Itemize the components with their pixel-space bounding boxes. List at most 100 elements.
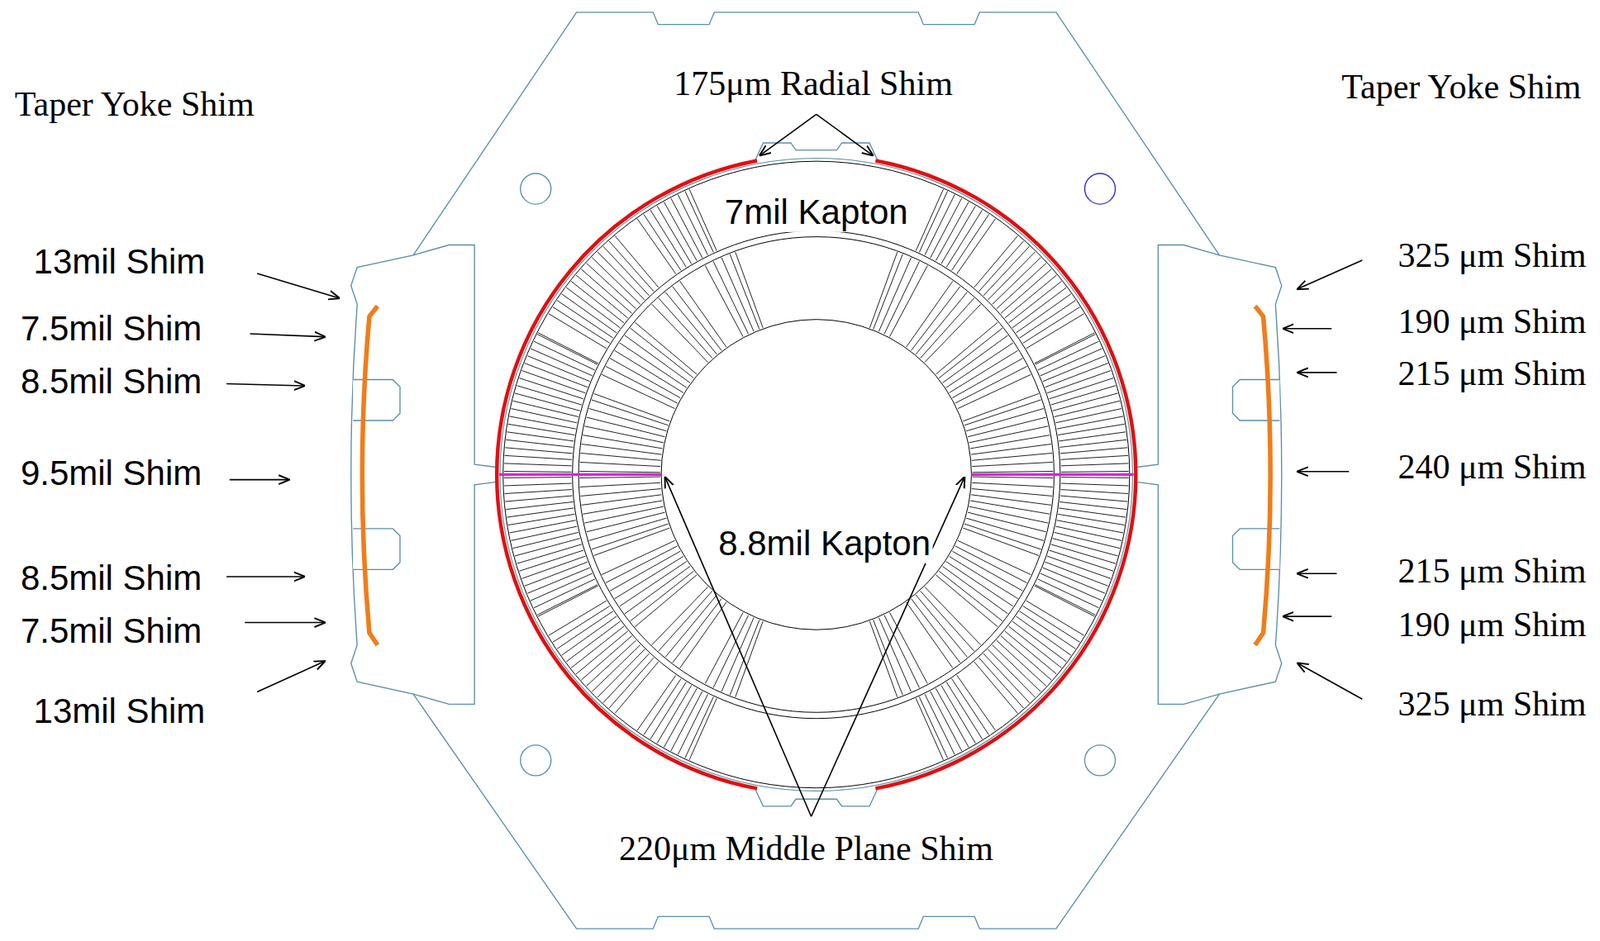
conductor — [609, 241, 654, 292]
conductor — [1038, 579, 1100, 609]
conductor — [971, 489, 1053, 497]
conductor — [735, 252, 763, 329]
conductor — [1045, 561, 1109, 586]
conductor — [946, 209, 982, 267]
conductor — [915, 292, 967, 355]
shim-label: 325 μm Shim — [1395, 235, 1590, 276]
shim-label: 8.5mil Shim — [18, 558, 205, 599]
conductor — [609, 358, 681, 399]
conductor — [906, 280, 953, 348]
conductor — [580, 482, 661, 487]
conductor — [689, 698, 717, 760]
conductor — [504, 483, 572, 486]
shim-label: 7.5mil Shim — [18, 611, 205, 652]
label-anchor: Taper Yoke Shim — [1338, 66, 1584, 107]
conductor — [942, 566, 1009, 615]
conductor — [581, 444, 662, 456]
conductor — [1059, 439, 1127, 448]
conductor — [1057, 416, 1124, 429]
shim-label: 9.5mil Shim — [18, 453, 205, 494]
conductor — [915, 698, 943, 760]
conductor — [580, 636, 632, 681]
conductor — [580, 489, 661, 497]
conductor — [1038, 341, 1100, 371]
conductor — [505, 501, 573, 510]
conductor — [996, 263, 1047, 310]
conductor — [582, 500, 662, 515]
conductor — [581, 495, 662, 506]
label-anchor: 8.5mil Shim — [18, 558, 205, 599]
conductor — [962, 393, 1039, 421]
conductor — [983, 246, 1030, 296]
conductor — [873, 254, 904, 330]
conductor — [942, 335, 1009, 383]
conductor — [603, 653, 650, 704]
conductor — [508, 423, 575, 435]
conductor — [971, 461, 1053, 467]
conductor — [987, 649, 1035, 698]
label-anchor: 9.5mil Shim — [18, 453, 205, 494]
conductor — [624, 335, 691, 383]
conductor — [524, 363, 588, 388]
conductor — [605, 546, 678, 584]
conductor — [910, 599, 960, 664]
conductor — [552, 606, 610, 643]
conductor — [1023, 606, 1081, 643]
conductor — [663, 201, 697, 261]
conductor — [665, 595, 717, 658]
conductor — [946, 682, 982, 740]
conductor — [919, 190, 948, 253]
conductor — [1004, 275, 1058, 319]
conductor — [971, 444, 1052, 456]
conductor — [504, 495, 572, 502]
conductor — [974, 661, 1019, 714]
conductor — [1061, 490, 1129, 495]
shim-label: 175μm Radial Shim — [671, 63, 956, 104]
conductor — [584, 426, 663, 443]
label-anchor: 325 μm Shim — [1395, 235, 1590, 276]
conductor — [957, 540, 1031, 575]
conductor — [663, 688, 697, 748]
conductor — [889, 612, 928, 684]
conductor — [505, 439, 573, 448]
label-anchor: 8.8mil Kapton — [715, 523, 934, 564]
conductor — [614, 556, 684, 599]
conductor — [548, 314, 607, 349]
conductor — [1034, 585, 1096, 617]
conductor — [987, 252, 1035, 300]
conductor — [971, 495, 1052, 506]
label-anchor: 325 μm Shim — [1395, 684, 1590, 724]
conductor — [924, 195, 955, 256]
conductor — [530, 573, 593, 601]
conductor — [1034, 334, 1096, 366]
conductor — [1026, 600, 1085, 636]
conductor — [591, 400, 669, 426]
conductor — [721, 257, 754, 332]
conductor — [504, 463, 572, 467]
conductor — [969, 426, 1048, 443]
yoke-hole — [1084, 745, 1115, 777]
yoke-key — [755, 142, 878, 807]
conductor — [873, 619, 904, 696]
conductor — [962, 528, 1039, 556]
conductor — [665, 292, 717, 355]
conductor — [586, 263, 637, 310]
conductor — [970, 435, 1050, 449]
conductor — [1000, 636, 1052, 681]
yoke-hole — [520, 745, 552, 777]
shim-label: 215 μm Shim — [1395, 353, 1590, 394]
shim-label: 190 μm Shim — [1395, 604, 1590, 644]
conductor — [941, 205, 977, 264]
conductor — [1057, 520, 1124, 534]
conductor — [504, 455, 572, 460]
conductor — [533, 579, 596, 609]
conductor — [1015, 616, 1071, 656]
conductor — [513, 400, 579, 417]
shim-label: 220μm Middle Plane Shim — [616, 828, 996, 869]
conductor — [964, 400, 1042, 426]
conductor — [1054, 400, 1120, 417]
conductor — [1040, 573, 1103, 601]
conductor — [971, 452, 1053, 461]
conductor — [614, 661, 659, 714]
conductor — [735, 621, 763, 698]
